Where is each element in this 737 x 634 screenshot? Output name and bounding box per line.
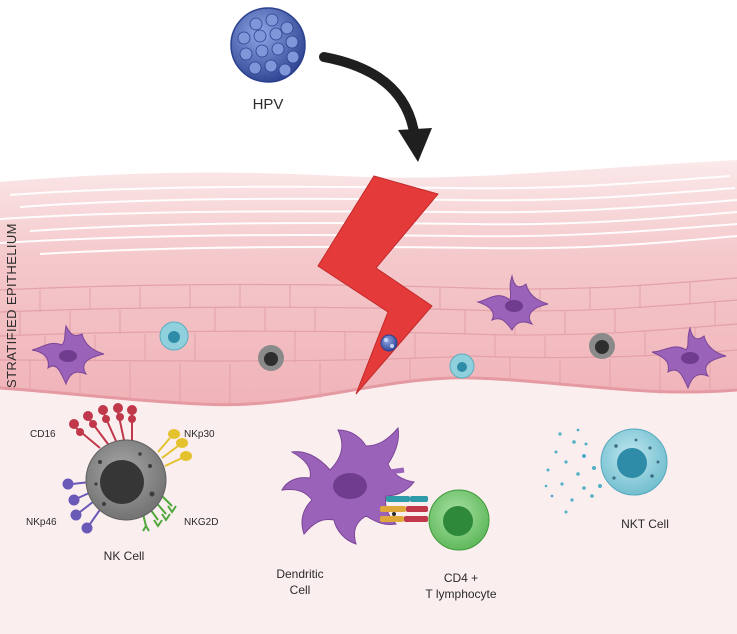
infected-cell-virus (380, 334, 398, 352)
epithelial-nk-cell-right (589, 333, 615, 359)
nkp46-receptor (62, 478, 105, 534)
epithelial-dendritic-cell-mid (476, 274, 549, 331)
hpv-label: HPV (253, 96, 284, 113)
cd16-receptor (69, 403, 137, 449)
cell-grid (0, 277, 737, 362)
secreted-granules (544, 428, 602, 514)
dendritic-cell-label-line1: Dendritic (276, 567, 323, 581)
epithelial-t-cell-left (159, 321, 189, 351)
cell-dividers (19, 282, 716, 404)
nkp46-label: NKp46 (26, 517, 57, 528)
epithelial-t-cell-right (449, 353, 475, 379)
nk-cell-label: NK Cell (104, 549, 145, 563)
dendritic-cell-label-line2: Cell (290, 583, 311, 597)
epithelial-nk-cell-left (258, 345, 284, 371)
nkt-cell (544, 428, 668, 514)
mhc-tcr-complex (380, 496, 428, 522)
stratified-epithelium-label: STRATIFIED EPITHELIUM (4, 223, 19, 388)
nkg2d-label: NKG2D (184, 517, 218, 528)
dendritic-cell (281, 426, 415, 545)
cd4-t-lymphocyte (428, 489, 490, 551)
hpv-virus-icon (230, 7, 306, 83)
epithelial-dendritic-cell-left (31, 324, 105, 386)
nkp30-receptor (157, 429, 192, 467)
infection-arrow (319, 52, 432, 162)
nkp30-label: NKp30 (184, 429, 215, 440)
keratin-lines (0, 175, 737, 255)
epithelial-dendritic-cell-right (651, 326, 727, 390)
nkt-cell-label: NKT Cell (621, 517, 669, 531)
cd4-label-line1: CD4 + (444, 571, 478, 585)
cd4-label-line2: T lymphocyte (425, 587, 496, 601)
nk-cell (62, 403, 192, 534)
lesion-lightning-bolt (317, 175, 439, 395)
cd16-label: CD16 (30, 429, 56, 440)
